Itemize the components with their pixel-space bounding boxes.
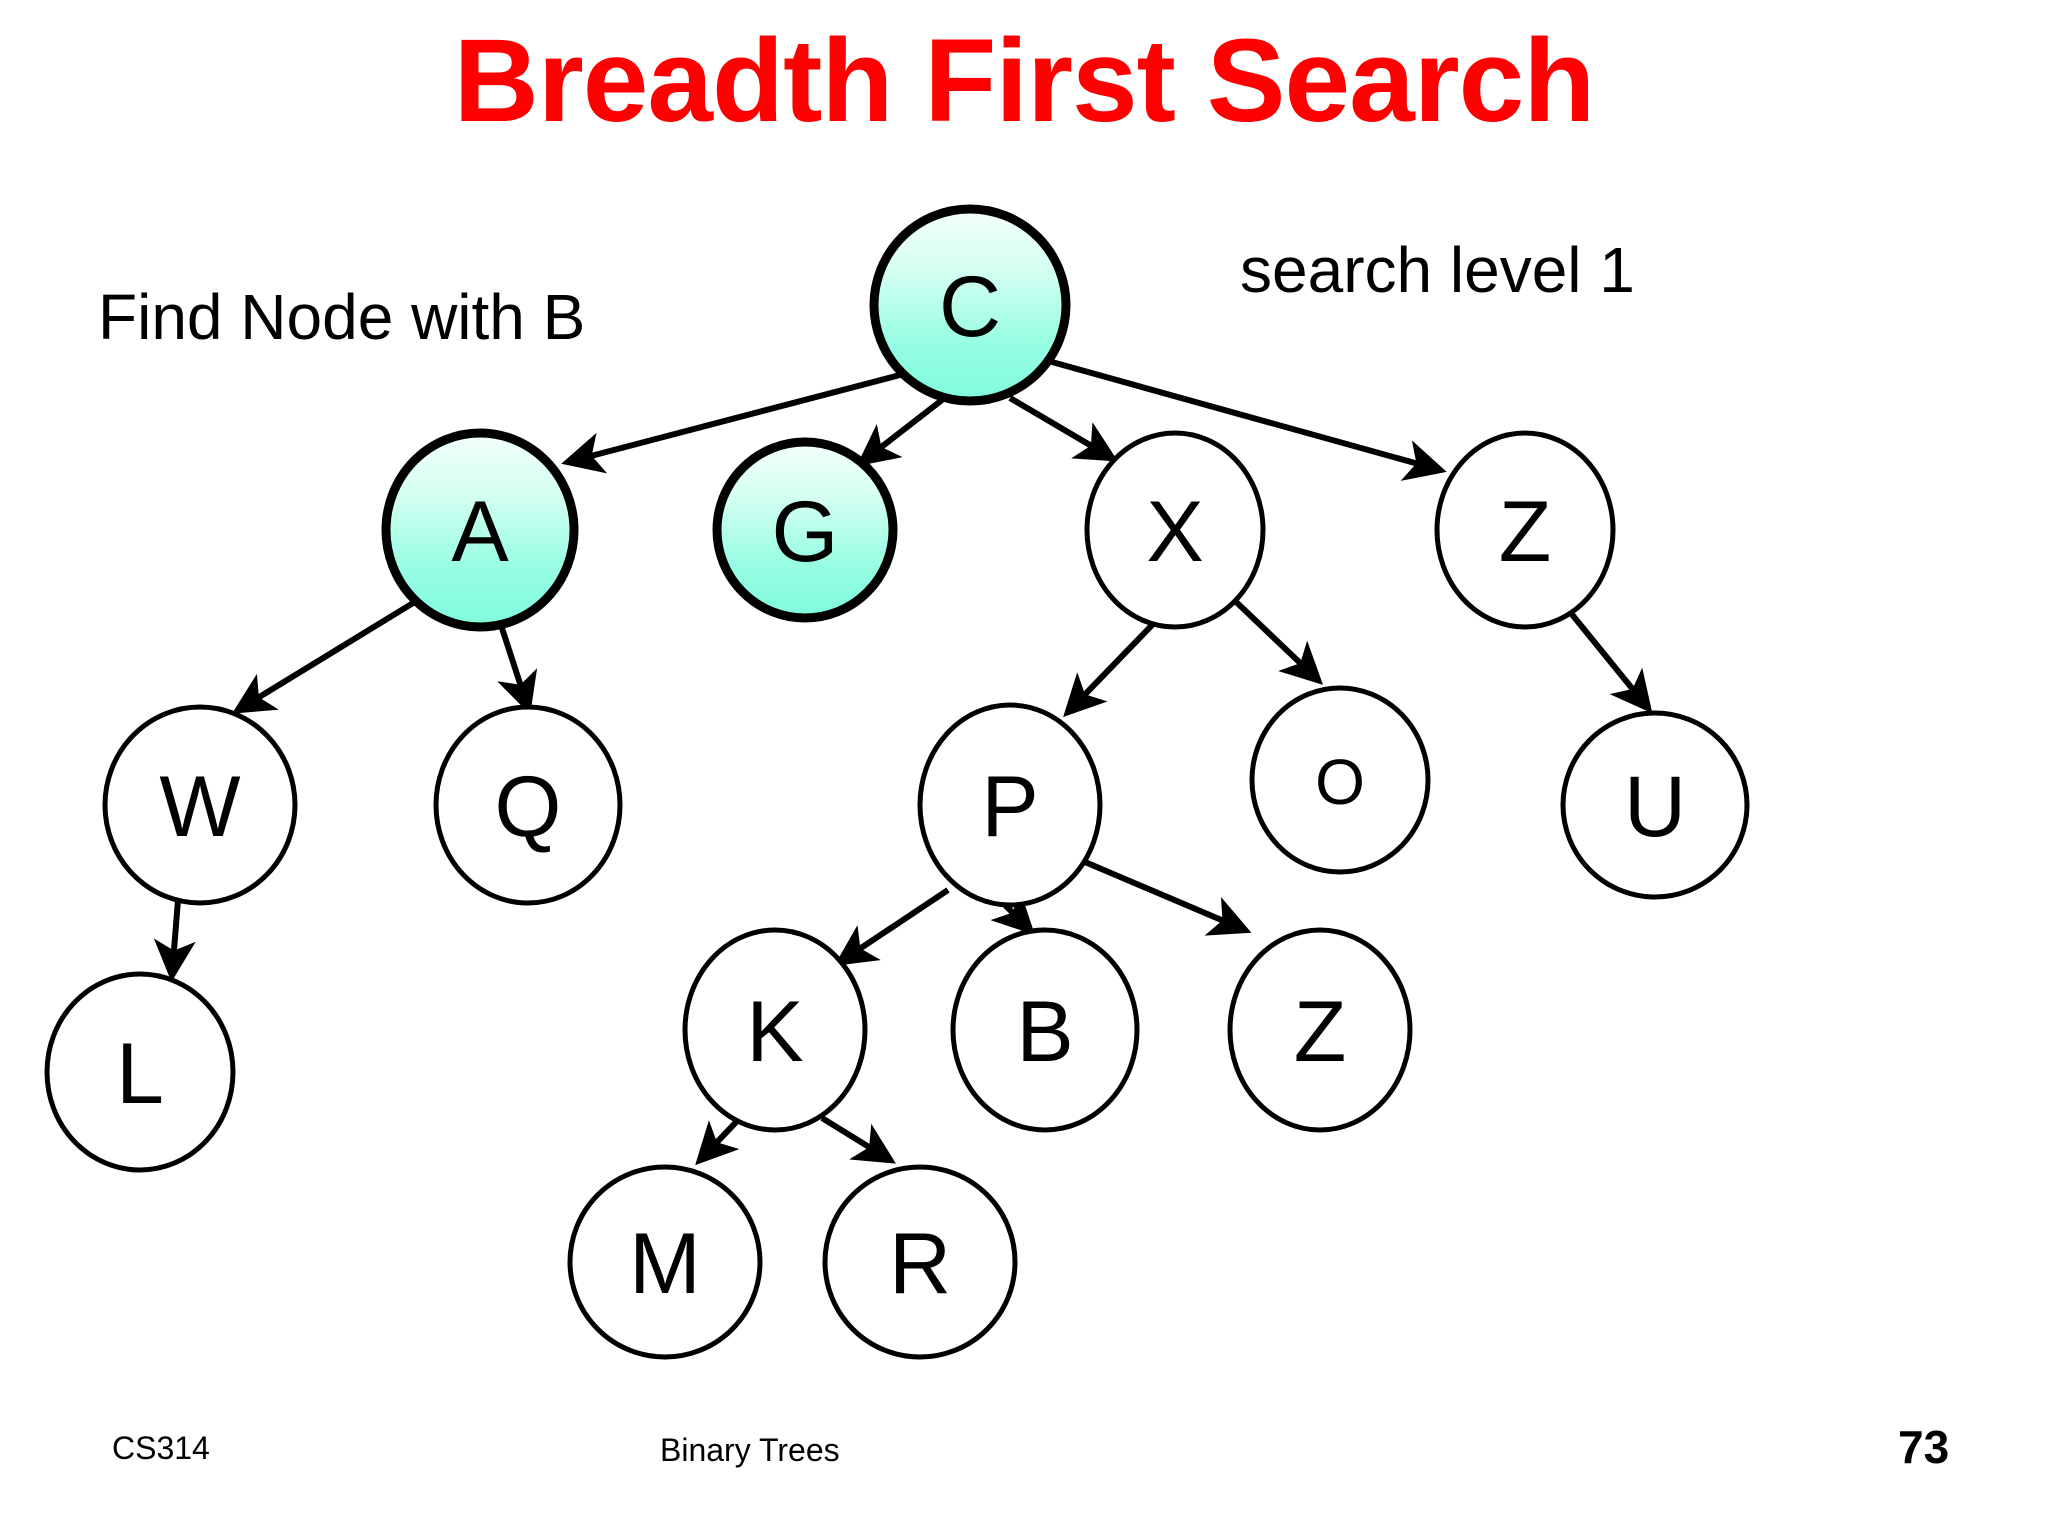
node-label: Q [495, 759, 562, 855]
nodes-layer: C A G X Z W Q P O U L K B Z M R [44, 204, 1750, 1360]
node-label: C [939, 259, 1001, 355]
tree-node-p[interactable]: P [917, 702, 1103, 908]
tree-node-u[interactable]: U [1560, 710, 1750, 900]
footer-topic: Binary Trees [660, 1432, 840, 1468]
node-circle [433, 704, 623, 906]
node-label: Z [1294, 984, 1347, 1080]
node-label: M [629, 1216, 701, 1312]
node-label: A [451, 484, 509, 580]
tree-edge-a-to-q [497, 621, 538, 715]
footer-course-code: CS314 [112, 1430, 210, 1466]
node-circle [1227, 927, 1413, 1133]
tree-edge-c-to-x [1008, 395, 1119, 462]
tree-node-k[interactable]: K [682, 927, 868, 1133]
tree-edge-c-to-a [561, 372, 901, 474]
node-label: G [772, 484, 839, 580]
node-circle [102, 704, 298, 906]
footer-page-number: 73 [1898, 1421, 1950, 1473]
node-label: Z [1499, 484, 1552, 580]
tree-node-m[interactable]: M [567, 1164, 763, 1360]
tree-edge-c-to-z1 [1051, 359, 1447, 481]
node-circle [950, 927, 1140, 1133]
tree-edge-x-to-o [1229, 595, 1324, 685]
node-label: K [746, 984, 803, 1080]
node-circle [1434, 430, 1616, 630]
node-label: L [116, 1026, 164, 1122]
node-label: O [1315, 746, 1365, 818]
node-circle [869, 204, 1071, 406]
node-circle [822, 1164, 1018, 1360]
tree-node-x[interactable]: X [1084, 430, 1266, 630]
tree-edge-p-to-k [834, 887, 950, 966]
edges-layer [153, 359, 1653, 1166]
node-label: P [981, 759, 1038, 855]
tree-node-q[interactable]: Q [433, 704, 623, 906]
tree-node-b[interactable]: B [950, 927, 1140, 1133]
tree-node-l[interactable]: L [44, 971, 236, 1173]
tree-node-o[interactable]: O [1249, 685, 1431, 875]
node-circle [917, 702, 1103, 908]
tree-edge-x-to-p [1063, 619, 1158, 718]
node-circle [1249, 685, 1431, 875]
annotation-find-node: Find Node with B [98, 281, 586, 353]
node-circle [712, 437, 898, 623]
tree-edge-z1-to-u [1567, 610, 1653, 714]
tree-node-w[interactable]: W [102, 704, 298, 906]
node-label: X [1146, 484, 1203, 580]
node-label: B [1016, 984, 1073, 1080]
node-circle [44, 971, 236, 1173]
node-label: U [1624, 759, 1686, 855]
tree-node-z1[interactable]: Z [1434, 430, 1616, 630]
annotation-search-level: search level 1 [1240, 234, 1635, 306]
tree-node-a[interactable]: A [381, 428, 579, 632]
tree-edge-w-to-l [153, 899, 196, 982]
tree-edge-p-to-z2 [1083, 859, 1252, 936]
tree-edge-k-to-m [695, 1115, 743, 1166]
tree-node-z2[interactable]: Z [1227, 927, 1413, 1133]
node-circle [381, 428, 579, 632]
tree-node-c[interactable]: C [869, 204, 1071, 406]
page-title: Breadth First Search [453, 15, 1596, 147]
node-circle [1560, 710, 1750, 900]
node-label: W [159, 759, 240, 855]
tree-edge-c-to-g [856, 397, 944, 467]
node-circle [1084, 430, 1266, 630]
tree-edge-k-to-r [820, 1115, 896, 1164]
node-label: R [889, 1216, 951, 1312]
tree-node-r[interactable]: R [822, 1164, 1018, 1360]
node-circle [682, 927, 868, 1133]
tree-edge-a-to-w [232, 597, 420, 714]
node-circle [567, 1164, 763, 1360]
tree-node-g[interactable]: G [712, 437, 898, 623]
